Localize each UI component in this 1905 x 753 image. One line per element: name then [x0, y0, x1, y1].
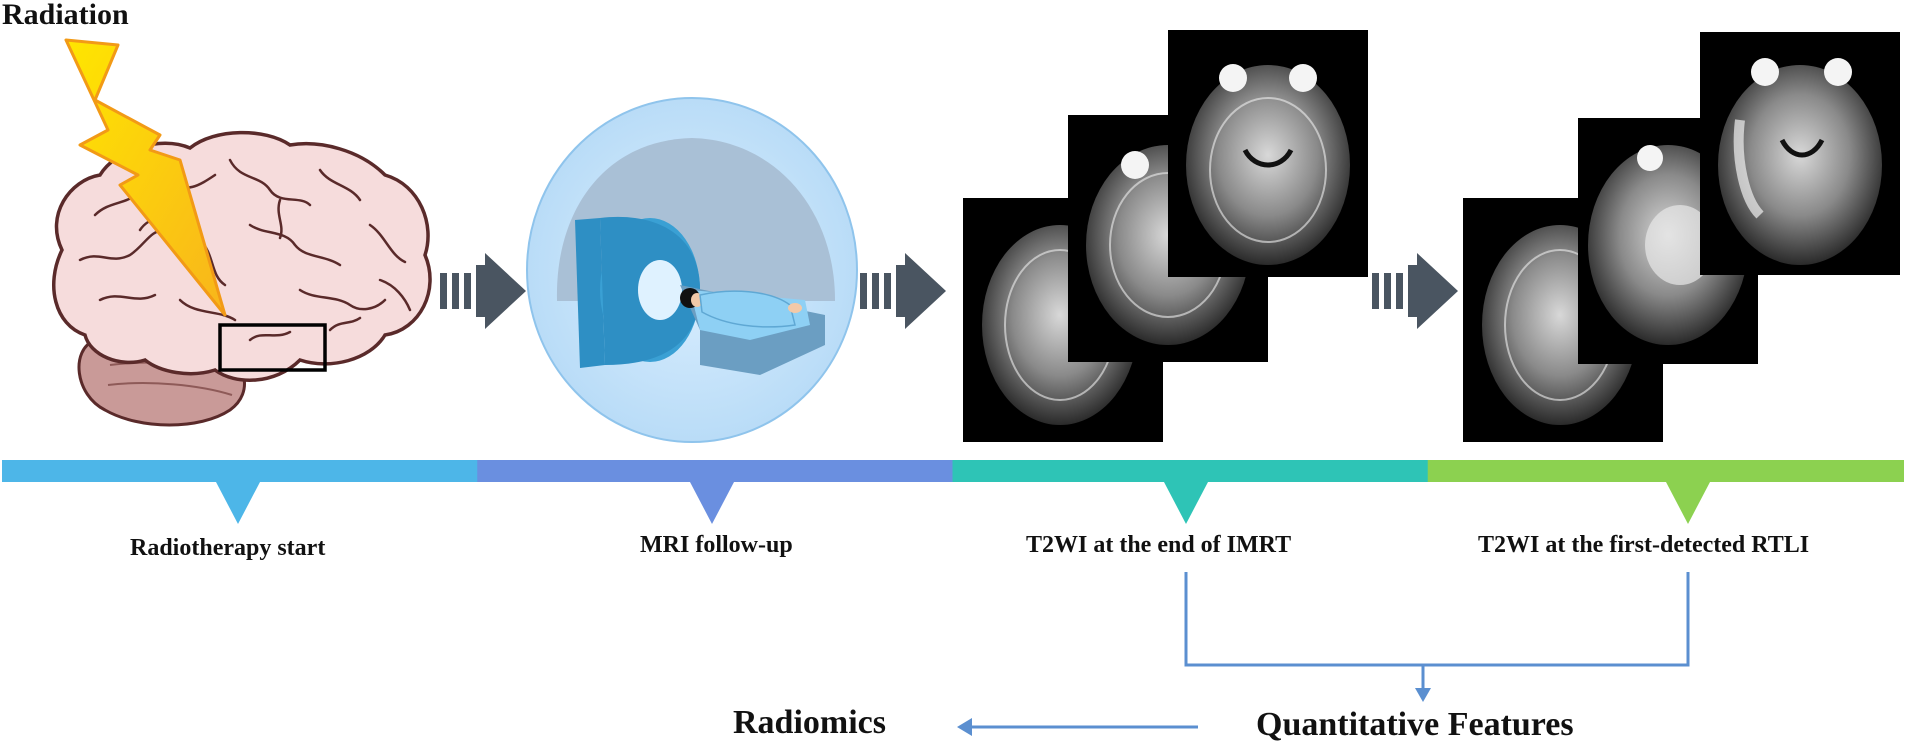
stage-label-radiotherapy-start: Radiotherapy start: [130, 535, 326, 561]
timeline-segment: [477, 460, 954, 482]
cerebrum: [52, 130, 432, 382]
timeline-pointer: [690, 482, 734, 524]
temporal-lobe-box: [218, 323, 327, 372]
arrowhead-left: [957, 718, 972, 736]
radiation-label: Radiation: [2, 0, 129, 31]
timeline-segment: [952, 460, 1429, 482]
timeline-bar: [2, 460, 1904, 524]
timeline-segment: [1427, 460, 1904, 482]
brain-icon: [52, 130, 432, 427]
mri-slice: [1700, 32, 1900, 275]
timeline-pointer: [1666, 482, 1710, 524]
timeline-segment: [2, 460, 479, 482]
mri-scanner-icon: [526, 97, 858, 443]
mri-slice-stack-first-rtli: [1463, 32, 1900, 442]
stage-label-end-imrt: T2WI at the end of IMRT: [1026, 532, 1292, 558]
mri-slice-stack-end-imrt: [963, 30, 1368, 442]
timeline-pointer: [1164, 482, 1208, 524]
stage-label-first-rtli: T2WI at the first-detected RTLI: [1478, 532, 1810, 558]
mri-slice: [1168, 30, 1368, 277]
stage-label-mri-follow-up: MRI follow-up: [640, 532, 793, 558]
triple-arrow-icon: [1372, 253, 1458, 329]
quantitative-features-label: Quantitative Features: [1256, 706, 1574, 743]
triple-arrow-icon: [860, 253, 946, 329]
flow-connectors: [957, 572, 1690, 736]
arrowhead-down: [1415, 688, 1431, 702]
triple-arrow-icon: [440, 253, 526, 329]
radiomics-label: Radiomics: [733, 704, 886, 741]
timeline-pointer: [216, 482, 260, 524]
connector-end-imrt: [1184, 572, 1690, 667]
lightning-bolt-icon: [64, 38, 227, 317]
